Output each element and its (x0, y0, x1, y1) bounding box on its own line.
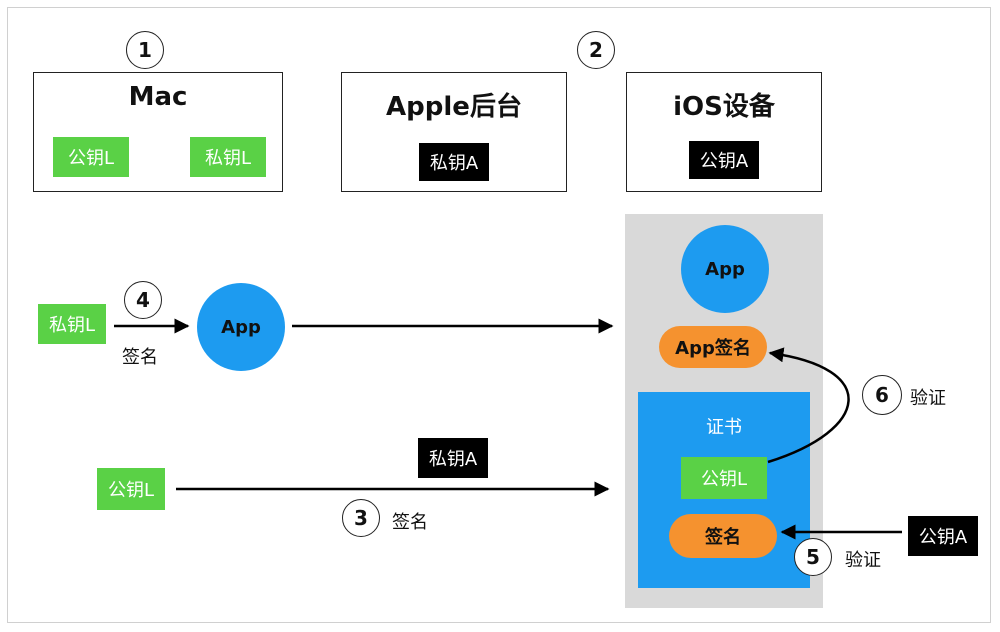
mac-private-key: 私钥L (190, 137, 266, 177)
verify-public-key-a: 公钥A (908, 516, 978, 556)
step-4-badge: 4 (124, 281, 162, 319)
certificate-signature-pill: 签名 (669, 514, 777, 558)
step-2-badge: 2 (577, 31, 615, 69)
ios-public-key: 公钥A (689, 141, 759, 179)
verify-label-certificate: 验证 (845, 550, 881, 571)
apple-title: Apple后台 (386, 92, 522, 122)
flow-private-key-l: 私钥L (38, 304, 106, 344)
apple-private-key: 私钥A (419, 143, 489, 181)
step-3-badge: 3 (342, 499, 380, 537)
device-app-circle: App (681, 225, 769, 313)
signer-private-key-a: 私钥A (418, 438, 488, 478)
mac-title: Mac (128, 82, 188, 112)
app-signature-pill: App签名 (659, 326, 767, 368)
step-5-badge: 5 (794, 538, 832, 576)
verify-label-app: 验证 (910, 388, 946, 409)
diagram-frame (7, 7, 991, 623)
flow-public-key-l: 公钥L (97, 468, 165, 510)
certificate-title: 证书 (706, 417, 742, 438)
sign-label-app: 签名 (122, 347, 158, 368)
step-1-badge: 1 (126, 31, 164, 69)
app-circle: App (197, 283, 285, 371)
certificate-public-key: 公钥L (681, 457, 767, 499)
mac-public-key: 公钥L (53, 137, 129, 177)
ios-title: iOS设备 (673, 92, 775, 122)
sign-label-certificate: 签名 (392, 512, 428, 533)
step-6-badge: 6 (862, 375, 902, 415)
arrow-verify-app-signature (767, 347, 850, 464)
